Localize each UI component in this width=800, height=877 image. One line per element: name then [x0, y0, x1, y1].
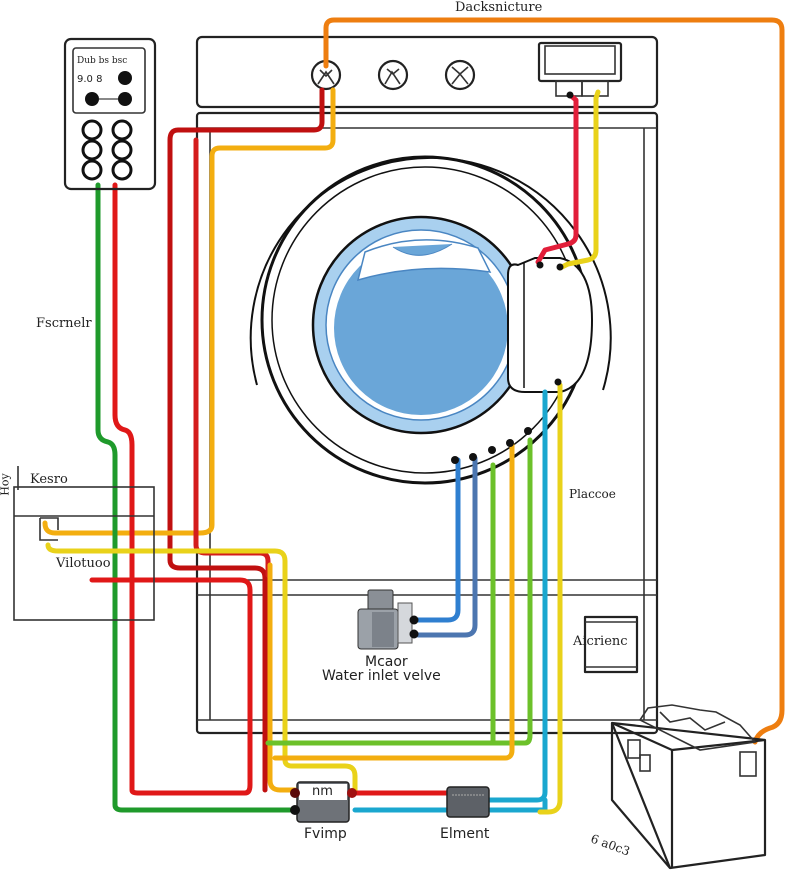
wire-amber-knob — [42, 87, 336, 536]
left-box — [13, 466, 155, 621]
control-panel: Dub bs bsc 9.0 8 — [63, 37, 157, 191]
svg-text:9.0 8: 9.0 8 — [77, 74, 102, 85]
wire-amber-h — [272, 442, 515, 761]
wire-red-display — [535, 92, 579, 265]
wire-yellow-display — [557, 89, 601, 271]
label-left-box-side: Hoy — [0, 473, 12, 496]
wires — [42, 17, 785, 815]
right-module — [583, 615, 639, 674]
panel-button-3 — [85, 92, 99, 106]
wire-red-left — [89, 182, 253, 796]
wire-red-2 — [193, 137, 271, 578]
knob-3[interactable] — [444, 59, 476, 91]
label-left-vertical: Fscrnelr — [36, 316, 92, 331]
door-lock — [507, 257, 594, 393]
battery — [610, 704, 767, 870]
label-top: Dacksnicture — [455, 0, 543, 15]
label-right-module: Aicrienc — [573, 634, 628, 649]
wire-lime-h — [265, 437, 533, 746]
wire-blue-1 — [415, 457, 461, 623]
svg-text:Dub bs bsc: Dub bs bsc — [77, 56, 127, 66]
wire-yellow-right — [537, 382, 563, 815]
wire-cyan — [485, 389, 548, 803]
connection-dots — [451, 91, 574, 464]
label-left-box-top: Kesro — [30, 472, 68, 487]
label-pump-inner: nm — [312, 784, 333, 799]
wire-red-knob — [167, 87, 325, 793]
label-right-side: Placcoe — [569, 487, 616, 501]
panel-button-1 — [118, 71, 132, 85]
wire-amber-pump — [267, 562, 298, 793]
label-motor: Mcaor — [365, 654, 408, 670]
pump — [290, 781, 357, 823]
panel-button-2 — [118, 92, 132, 106]
label-left-box-inner: Vilotuoo — [56, 556, 111, 571]
drum-door — [249, 155, 612, 485]
motor-valve — [357, 589, 419, 650]
label-element: Elment — [440, 826, 490, 842]
element — [446, 786, 490, 818]
label-water-inlet-valve: Water inlet velve — [322, 668, 441, 684]
wire-blue-2 — [415, 455, 478, 638]
wire-green-left — [95, 182, 298, 813]
display-unit — [537, 41, 623, 97]
knob-2[interactable] — [377, 59, 409, 91]
label-pump: Fvimp — [304, 826, 347, 842]
wire-orange-main — [323, 17, 785, 745]
